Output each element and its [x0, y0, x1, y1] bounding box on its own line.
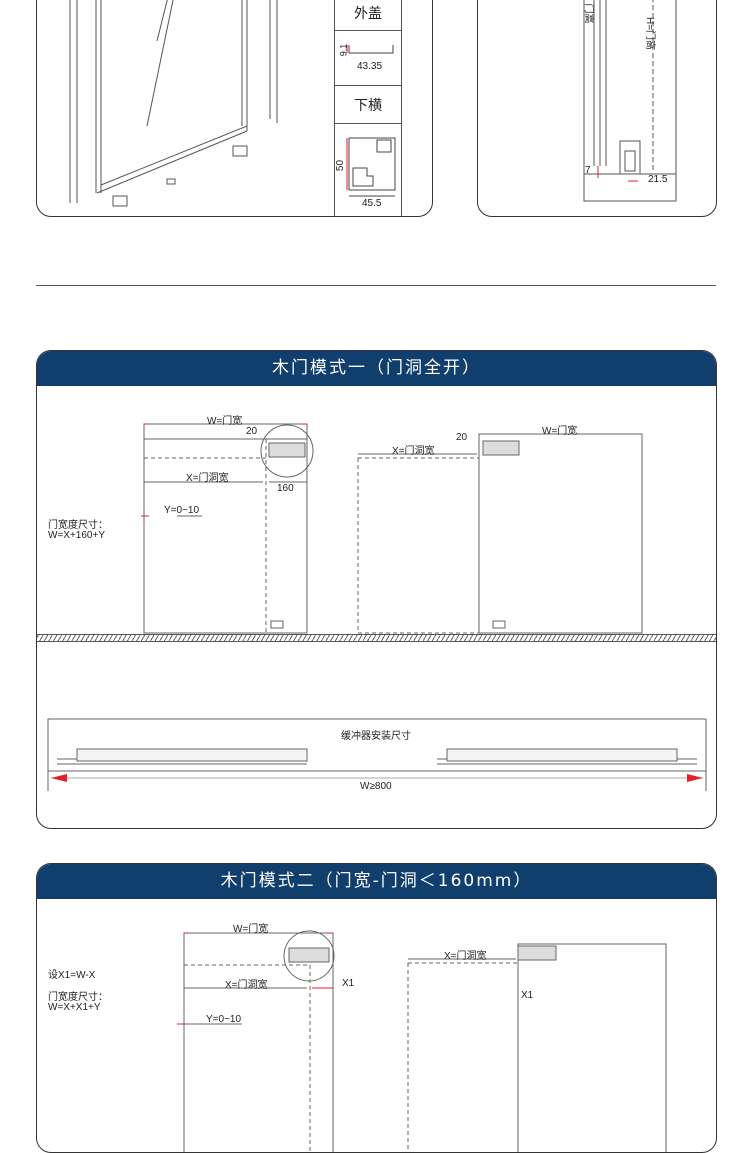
- mode2-drawing: [177, 930, 667, 1152]
- floor-hatch: [37, 634, 716, 642]
- cover-profile: 9.1 43.35: [335, 31, 401, 86]
- door-exploded-drawing: [69, 0, 278, 207]
- profile-table: 外盖 9.1 43.35 下横 50 45.5: [334, 0, 402, 216]
- rail-profile: 50 45.5: [335, 124, 401, 216]
- mode2-title: 木门模式二（门宽-门洞＜160mm）: [37, 864, 716, 899]
- min-width-label: W≥800: [360, 781, 392, 792]
- opening-width-label: X=门洞宽: [186, 473, 229, 484]
- mode1-drawing: [47, 423, 707, 791]
- door-width-label: W=门宽: [207, 416, 243, 427]
- mode2-panel: 木门模式二（门宽-门洞＜160mm） W=门宽 X=门洞宽 X1 Y=0~10 …: [36, 863, 717, 1153]
- buffer-label: 缓冲器安装尺寸: [341, 731, 411, 742]
- mode1-panel: 木门模式一（门洞全开）: [36, 350, 717, 829]
- section-view-panel: 门高 H=门高 7 21.5: [477, 0, 717, 217]
- door-assembly-panel: 外盖 9.1 43.35 下横 50 45.5: [36, 0, 433, 217]
- mode1-title: 木门模式一（门洞全开）: [37, 351, 716, 386]
- width-formula: W=X+160+Y: [48, 530, 105, 541]
- section-divider: [36, 285, 716, 286]
- door-height-label: 门高: [582, 3, 594, 24]
- height-formula: H=门高: [644, 16, 656, 51]
- width-formula-2: W=X+X1+Y: [48, 1002, 101, 1013]
- cover-label: 外盖: [335, 0, 401, 31]
- bottom-rail-label: 下横: [335, 86, 401, 124]
- section-drawing: [583, 0, 677, 202]
